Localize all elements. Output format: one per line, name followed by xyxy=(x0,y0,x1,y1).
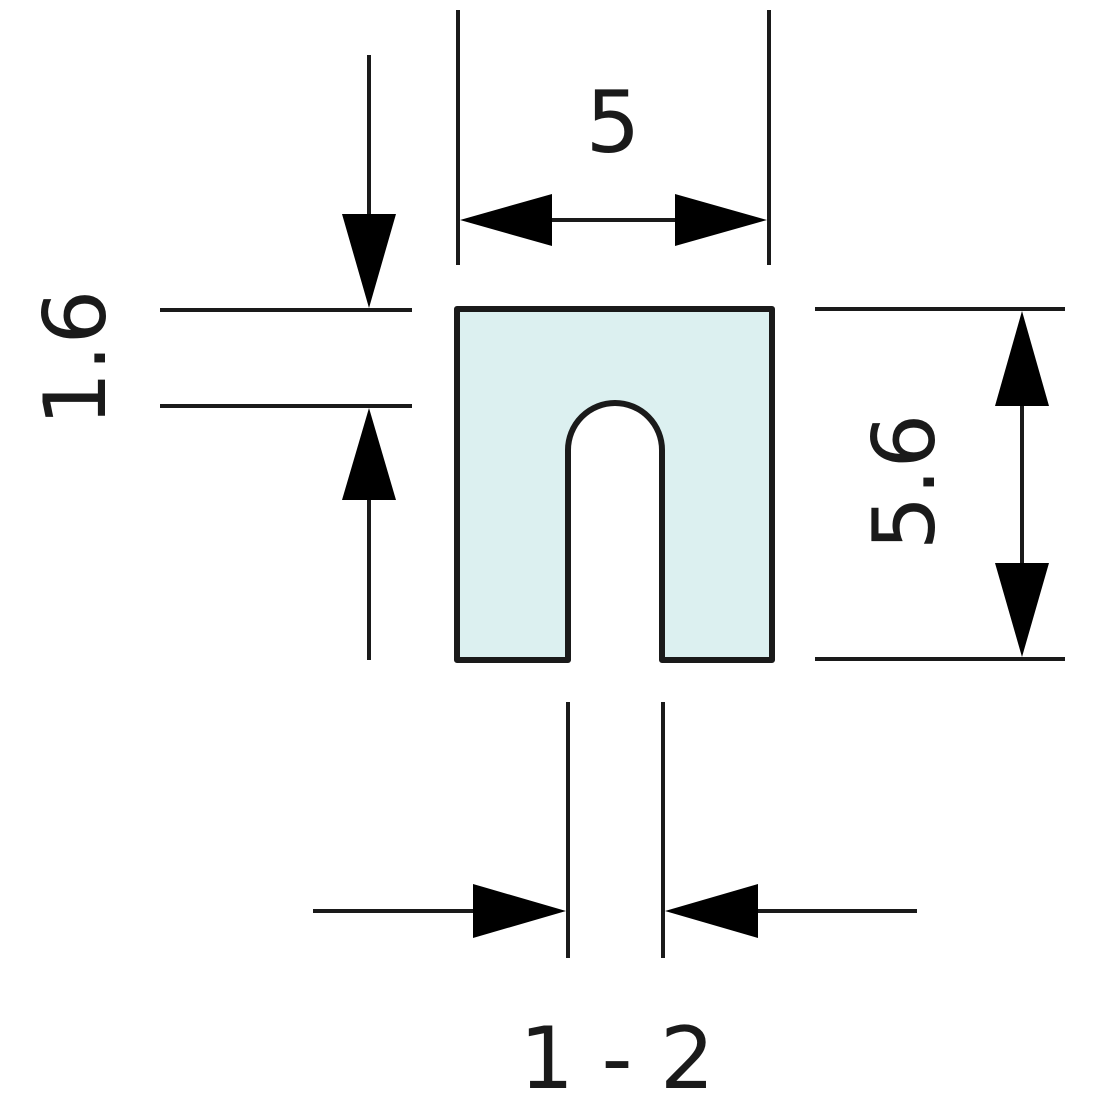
right-height-dimension: 5.6 xyxy=(815,307,1065,661)
left-arrow-down xyxy=(342,214,396,308)
top-width-dimension: 5 xyxy=(456,10,771,265)
right-height-label: 5.6 xyxy=(855,414,955,551)
top-arrow-right xyxy=(675,194,767,246)
bottom-slot-dimension: 1 - 2 xyxy=(313,702,917,1100)
right-arrow-up xyxy=(995,311,1049,406)
left-arrow-up xyxy=(342,408,396,500)
right-arrow-down xyxy=(995,563,1049,657)
top-arrow-left xyxy=(460,194,552,246)
bottom-arrow-right xyxy=(473,884,566,938)
top-width-label: 5 xyxy=(586,73,641,173)
u-profile-shape xyxy=(454,306,775,663)
bottom-slot-label: 1 - 2 xyxy=(519,1009,714,1100)
left-height-label: 1.6 xyxy=(26,290,126,427)
left-height-dimension: 1.6 xyxy=(26,55,412,660)
bottom-arrow-left xyxy=(665,884,758,938)
